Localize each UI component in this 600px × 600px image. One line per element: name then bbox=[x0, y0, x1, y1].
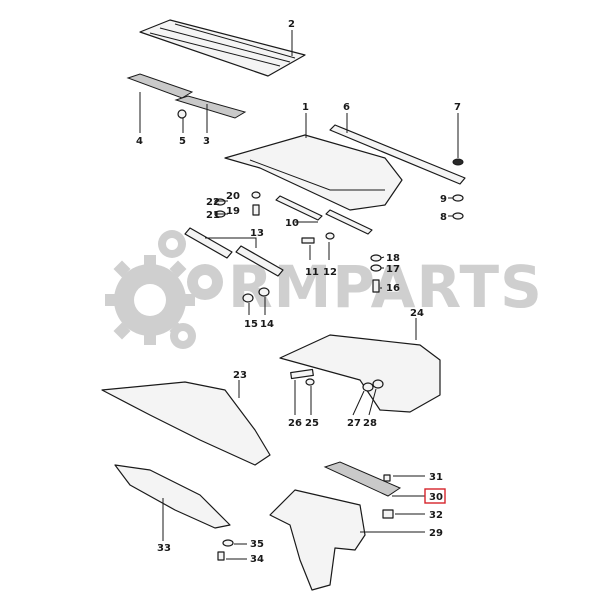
part-label-21[interactable]: 21 bbox=[206, 210, 220, 221]
part-label-10[interactable]: 10 bbox=[285, 218, 299, 229]
part-label-7[interactable]: 7 bbox=[454, 102, 461, 113]
part-label-6[interactable]: 6 bbox=[343, 102, 350, 113]
part-label-4[interactable]: 4 bbox=[136, 136, 143, 147]
screw bbox=[217, 551, 225, 561]
part-label-25[interactable]: 25 bbox=[305, 418, 319, 429]
reflector bbox=[290, 368, 314, 380]
watermark: RMPARTS bbox=[105, 230, 543, 349]
part-label-14[interactable]: 14 bbox=[260, 319, 274, 330]
part-label-13[interactable]: 13 bbox=[250, 228, 264, 239]
part-label-27[interactable]: 27 bbox=[347, 418, 361, 429]
clip bbox=[177, 109, 187, 119]
part-label-9[interactable]: 9 bbox=[440, 194, 447, 205]
highlighted-part-30[interactable]: 30 bbox=[424, 488, 446, 504]
strip-10 bbox=[325, 209, 373, 235]
part-label-29[interactable]: 29 bbox=[429, 528, 443, 539]
part-number-labels: 2 1 6 7 4 5 3 22 20 21 19 9 8 10 13 11 1… bbox=[136, 19, 461, 565]
screw bbox=[372, 279, 380, 293]
rubber-strip bbox=[323, 461, 402, 497]
part-label-16[interactable]: 16 bbox=[386, 283, 400, 294]
screw bbox=[383, 474, 391, 482]
washer bbox=[452, 194, 464, 202]
part-label-24[interactable]: 24 bbox=[410, 308, 424, 319]
part-label-19[interactable]: 19 bbox=[226, 206, 240, 217]
part-label-3[interactable]: 3 bbox=[203, 136, 210, 147]
mat-strip bbox=[174, 95, 247, 119]
screw bbox=[305, 378, 315, 386]
leader-lines bbox=[139, 30, 459, 560]
shelf-panel bbox=[224, 134, 403, 211]
part-label-30[interactable]: 30 bbox=[429, 492, 443, 503]
hood-panel bbox=[101, 381, 271, 466]
part-label-32[interactable]: 32 bbox=[429, 510, 443, 521]
washer bbox=[251, 191, 261, 199]
gear-icon bbox=[105, 255, 195, 345]
washer bbox=[362, 382, 374, 392]
strip-13 bbox=[235, 245, 284, 277]
part-label-23[interactable]: 23 bbox=[233, 370, 247, 381]
part-label-34[interactable]: 34 bbox=[250, 554, 264, 565]
gear-icon bbox=[158, 230, 223, 349]
nut bbox=[452, 212, 464, 220]
part-label-18[interactable]: 18 bbox=[386, 253, 400, 264]
part-label-22[interactable]: 22 bbox=[206, 197, 220, 208]
clip bbox=[258, 287, 270, 297]
washer bbox=[370, 254, 382, 262]
bolt bbox=[301, 237, 315, 244]
clip bbox=[222, 539, 234, 547]
part-label-12[interactable]: 12 bbox=[323, 267, 337, 278]
nut bbox=[452, 158, 464, 166]
part-label-1[interactable]: 1 bbox=[302, 102, 309, 113]
highlight-box bbox=[424, 488, 446, 504]
part-label-2[interactable]: 2 bbox=[288, 19, 295, 30]
tray-panel bbox=[269, 489, 366, 591]
part-label-17[interactable]: 17 bbox=[386, 264, 400, 275]
strip-13 bbox=[184, 227, 233, 259]
mat-strip bbox=[126, 73, 194, 99]
washer bbox=[370, 264, 382, 272]
part-label-11[interactable]: 11 bbox=[305, 267, 319, 278]
watermark-text: RMPARTS bbox=[228, 253, 543, 321]
washer bbox=[325, 232, 335, 240]
part-label-31[interactable]: 31 bbox=[429, 472, 443, 483]
washer bbox=[242, 293, 254, 303]
part-label-28[interactable]: 28 bbox=[363, 418, 377, 429]
bracket-panel bbox=[114, 464, 231, 529]
part-label-8[interactable]: 8 bbox=[440, 212, 447, 223]
screw bbox=[252, 204, 260, 216]
part-label-15[interactable]: 15 bbox=[244, 319, 258, 330]
part-label-33[interactable]: 33 bbox=[157, 543, 171, 554]
strip-10 bbox=[275, 195, 323, 221]
clip bbox=[382, 509, 394, 519]
part-label-26[interactable]: 26 bbox=[288, 418, 302, 429]
part-label-20[interactable]: 20 bbox=[226, 191, 240, 202]
floor-panel bbox=[139, 19, 306, 77]
nut bbox=[372, 379, 384, 389]
part-label-5[interactable]: 5 bbox=[179, 136, 186, 147]
trim-strip bbox=[329, 124, 466, 185]
part-label-35[interactable]: 35 bbox=[250, 539, 264, 550]
